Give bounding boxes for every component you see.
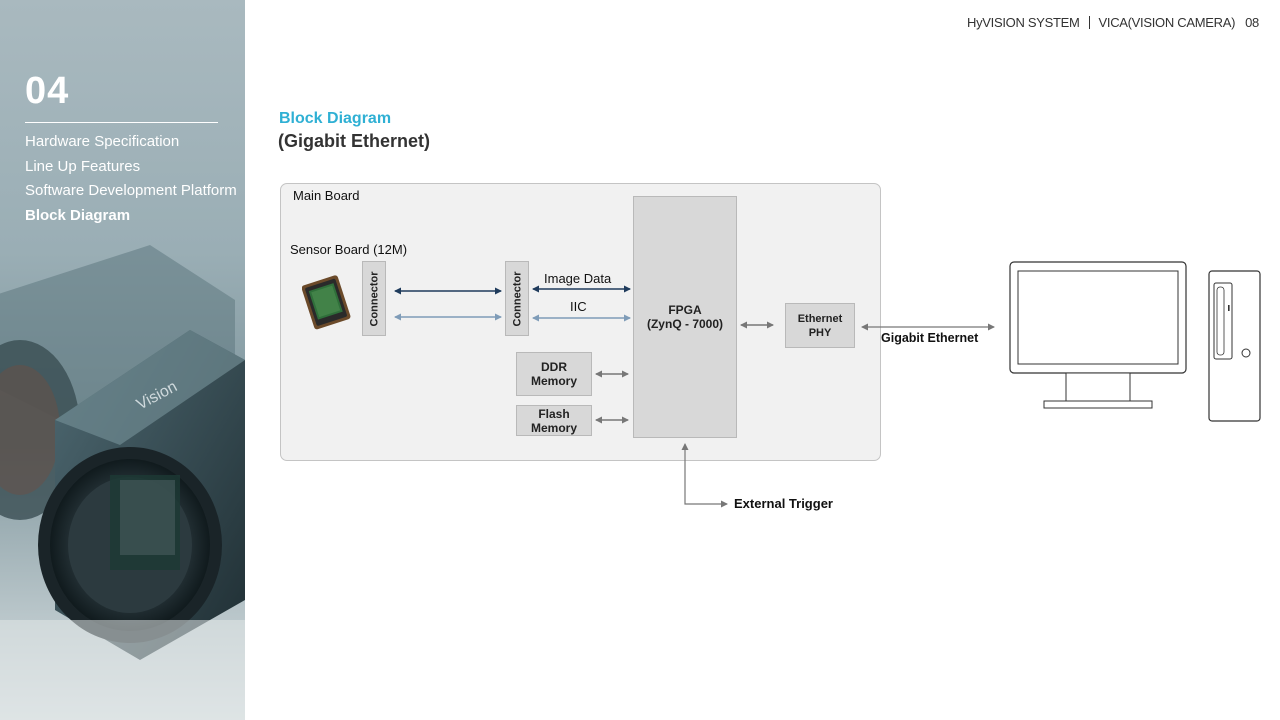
- ddr-memory-label: Memory: [530, 374, 577, 388]
- ddr-memory-block: DDR Memory: [516, 352, 592, 396]
- external-trigger-label: External Trigger: [734, 496, 833, 511]
- menu-item-hardware-specification[interactable]: Hardware Specification: [25, 133, 180, 150]
- camera-photo: Vision: [0, 245, 245, 720]
- board-connector: Connector: [505, 261, 529, 336]
- section-divider: [25, 122, 218, 123]
- main-board-label: Main Board: [293, 188, 360, 203]
- product-name: VICA(VISION CAMERA): [1098, 15, 1236, 30]
- image-sensor-chip: [302, 275, 351, 330]
- iic-label: IIC: [570, 299, 587, 314]
- phy-label: PHY: [808, 326, 832, 339]
- left-panel: Vision 04 Hardware Specification Line Up…: [0, 0, 245, 720]
- image-data-label: Image Data: [544, 271, 612, 286]
- company-name: HyVISION SYSTEM: [966, 15, 1080, 30]
- ethernet-phy-block: Ethernet PHY: [785, 303, 855, 348]
- flash-memory-block: Flash Memory: [516, 405, 592, 436]
- ethernet-label: Ethernet: [797, 312, 843, 325]
- flash-label: Flash: [538, 406, 570, 421]
- section-menu: Hardware Specification Line Up Features …: [25, 132, 237, 230]
- gigabit-ethernet-label: Gigabit Ethernet: [881, 331, 979, 345]
- sensor-connector: Connector: [362, 261, 386, 336]
- sensor-board-label: Sensor Board (12M): [290, 242, 408, 257]
- page-number: 08: [1245, 15, 1259, 30]
- external-trigger-arrow: [681, 443, 728, 508]
- pc-tower-icon: [1208, 270, 1261, 422]
- menu-item-block-diagram[interactable]: Block Diagram: [25, 206, 131, 224]
- header: HyVISION SYSTEM VICA(VISION CAMERA) 08: [967, 15, 1259, 30]
- page-title: Block Diagram: [279, 110, 392, 127]
- fpga-label: FPGA: [668, 303, 702, 317]
- monitor-icon: [1009, 261, 1187, 409]
- menu-item-line-up-features[interactable]: Line Up Features: [25, 157, 141, 175]
- section-number: 04: [25, 70, 70, 112]
- header-separator: [1088, 16, 1090, 29]
- ddr-label: DDR: [540, 360, 567, 374]
- page-subtitle: (Gigabit Ethernet): [278, 131, 430, 151]
- menu-item-software-development-platform[interactable]: Software Development Platform: [25, 182, 237, 199]
- fpga-model-label: (ZynQ - 7000): [646, 317, 724, 331]
- flash-memory-label: Memory: [530, 420, 577, 435]
- fpga-block: FPGA (ZynQ - 7000): [633, 196, 737, 438]
